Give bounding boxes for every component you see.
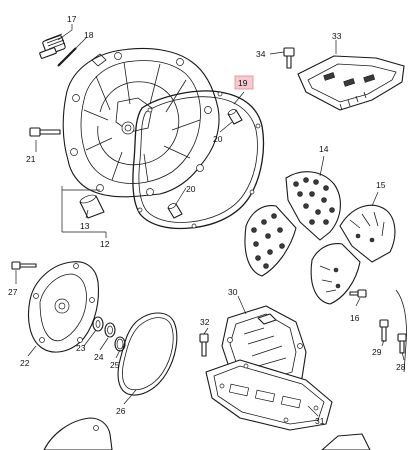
part-34-bolt: [283, 47, 295, 69]
callout-34: 34: [256, 49, 266, 59]
callout-16: 16: [350, 313, 360, 323]
callout-17: 17: [67, 14, 77, 24]
part-31-gasket: [205, 359, 333, 431]
perforation-holes: [251, 177, 335, 269]
callout-14: 14: [319, 144, 329, 154]
part-32-bolt: [199, 333, 209, 357]
callout-25: 25: [110, 360, 120, 370]
callout-labels: 17 18 19 20 20 21 13 12 14 15 16 33 34 2…: [8, 14, 406, 426]
part-12-clutch-cover: [62, 47, 220, 198]
part-27-bolt: [11, 261, 37, 270]
part-13-collar: [79, 194, 105, 219]
callout-26: 26: [116, 406, 126, 416]
part-26-gasket: [117, 312, 178, 396]
part-14-rotor-guide: [244, 171, 341, 277]
leader-lines: [15, 24, 405, 417]
part-15-plate: [310, 204, 396, 305]
part-19-gasket: [132, 90, 265, 230]
callout-19: 19: [238, 78, 248, 88]
part-33-protector: [297, 55, 405, 111]
part-25-o-ring: [114, 336, 126, 352]
callout-23: 23: [76, 343, 86, 353]
part-18-o-ring: [57, 47, 77, 67]
part-17-filler-cap: [39, 33, 66, 59]
callout-22: 22: [20, 358, 30, 368]
callout-31: 31: [315, 416, 325, 426]
callout-21: 21: [26, 154, 36, 164]
part-23-oil-seal: [92, 316, 104, 332]
part-22-cover: [27, 261, 100, 353]
part-20-dowel-pin-lower: [167, 203, 183, 219]
callout-18: 18: [84, 30, 94, 40]
callout-32: 32: [200, 317, 210, 327]
callout-27: 27: [8, 287, 18, 297]
part-20-dowel-pin-upper: [227, 109, 243, 125]
part-28-bolt: [397, 333, 407, 354]
callout-19-highlight: [234, 75, 254, 90]
bottom-left-partial-cover: [43, 417, 113, 450]
callout-20-upper: 20: [213, 134, 223, 144]
callout-28: 28: [396, 362, 406, 372]
part-21-bolt: [29, 127, 61, 137]
callout-20-lower: 20: [186, 184, 196, 194]
callout-12: 12: [100, 239, 110, 249]
callout-24: 24: [94, 352, 104, 362]
callout-30: 30: [228, 287, 238, 297]
callout-33: 33: [332, 31, 342, 41]
bottom-right-partial-part: [321, 433, 371, 450]
callout-15: 15: [376, 180, 386, 190]
part-16-screw: [349, 289, 367, 298]
adjacent-part-edge: [395, 289, 407, 373]
part-24-washer: [104, 322, 116, 338]
callout-29: 29: [372, 347, 382, 357]
callout-13: 13: [80, 221, 90, 231]
part-29-bolt: [379, 319, 389, 342]
